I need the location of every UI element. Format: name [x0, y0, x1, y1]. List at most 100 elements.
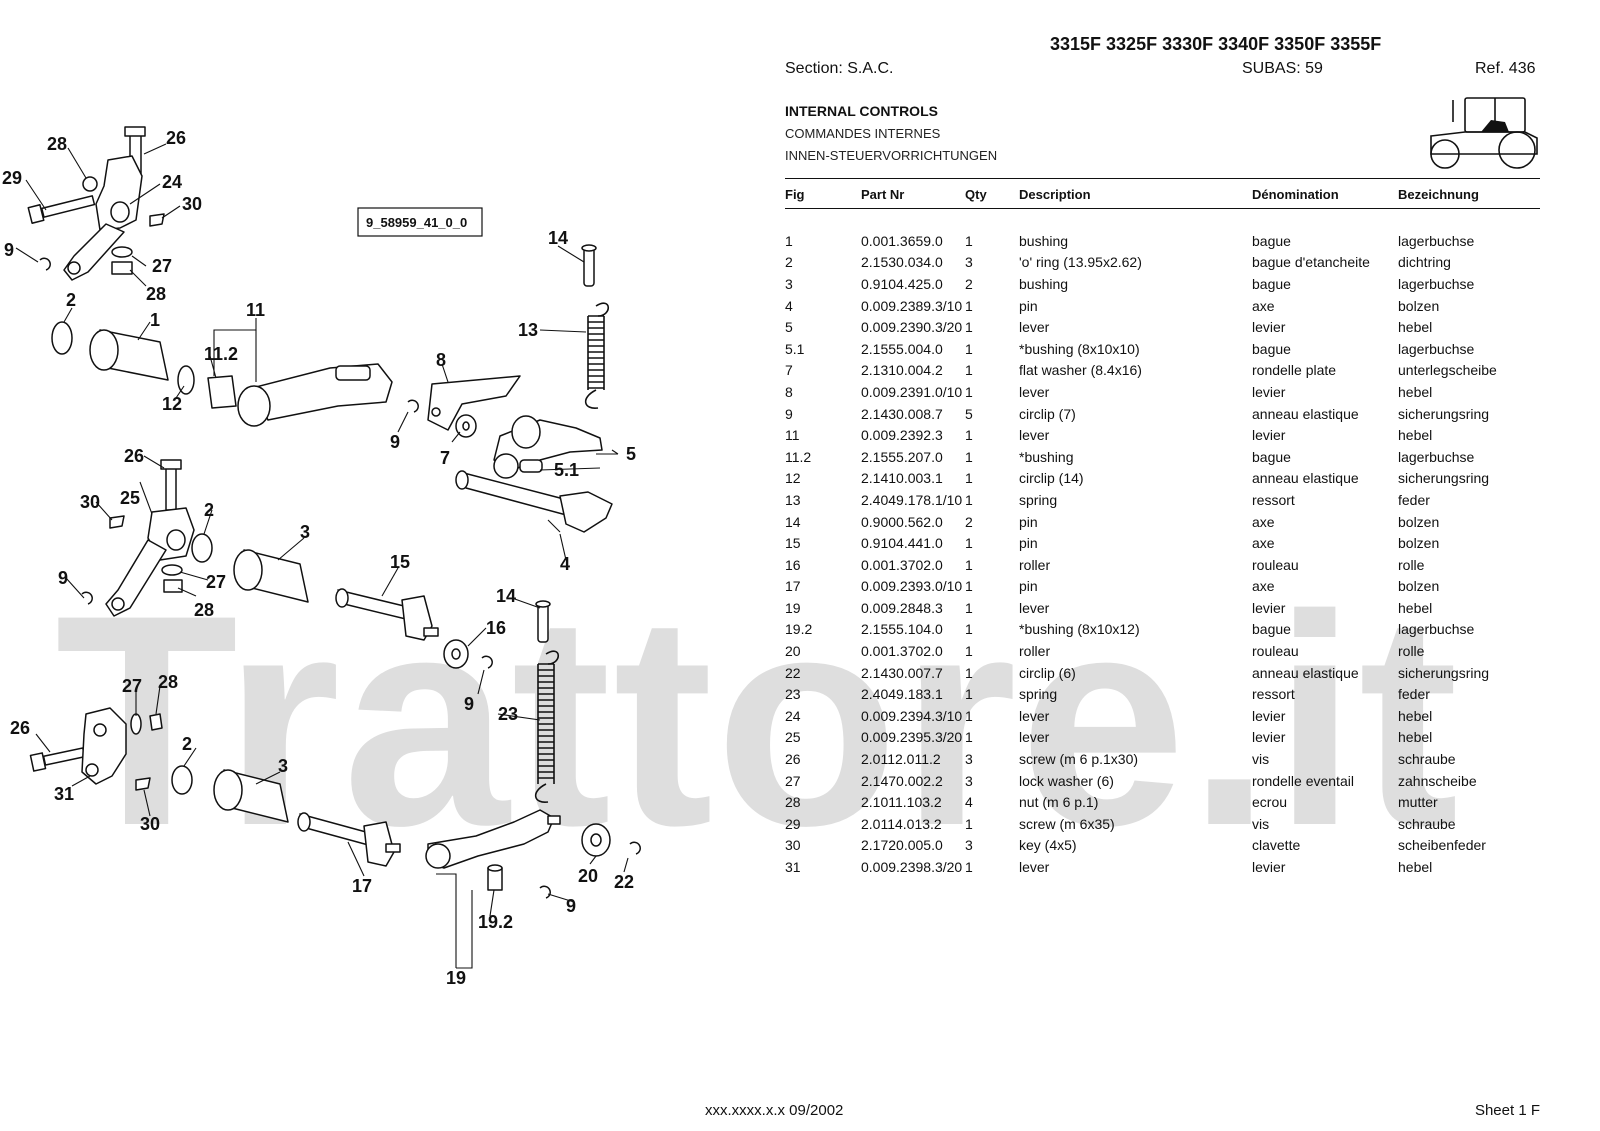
cell-part: 0.9104.425.0 [861, 275, 943, 292]
cell-desc: *bushing (8x10x10) [1019, 340, 1140, 357]
cell-den: bague [1252, 275, 1291, 292]
page-title-fr: COMMANDES INTERNES [785, 126, 941, 141]
subas-label: SUBAS: 59 [1242, 60, 1323, 77]
cell-bez: sicherungsring [1398, 664, 1490, 681]
cell-qty: 1 [965, 491, 973, 508]
cell-desc: screw (m 6 p.1x30) [1019, 751, 1139, 768]
cell-desc: lever [1019, 729, 1050, 746]
cell-den: bague d'etancheite [1252, 254, 1370, 271]
part-17-pin-shaft [299, 813, 373, 847]
cell-fig: 5 [785, 319, 793, 336]
part-19-hub [425, 843, 451, 869]
cell-part: 0.009.2390.3/20 [861, 319, 963, 336]
part-31-hole-a [93, 723, 107, 737]
cell-bez: lagerbuchse [1398, 275, 1475, 292]
cell-bez: unterlegscheibe [1398, 362, 1497, 379]
part-4-pin-tip [455, 470, 469, 490]
cell-desc: circlip (14) [1019, 470, 1084, 487]
cell-qty: 1 [965, 729, 973, 746]
cell-qty: 1 [965, 448, 973, 465]
part-27-washer-c [130, 713, 142, 735]
cell-den: bague [1252, 232, 1291, 249]
callout: 28 [47, 134, 67, 154]
section-label: Section: S.A.C. [785, 60, 894, 77]
cell-den: vis [1252, 751, 1270, 768]
cell-fig: 4 [785, 297, 793, 314]
callout: 3 [278, 756, 288, 776]
part-8-lever [427, 375, 521, 431]
cell-desc: lever [1019, 383, 1050, 400]
cell-den: ecrou [1252, 794, 1288, 811]
drawing-ref-box [357, 207, 483, 237]
part-2-oring-a [51, 321, 73, 355]
cell-part: 2.1555.004.0 [861, 340, 943, 357]
cell-desc: 'o' ring (13.95x2.62) [1019, 254, 1142, 271]
callout: 20 [578, 866, 598, 886]
cell-part: 2.4049.178.1/10 [861, 491, 963, 508]
cell-bez: feder [1398, 686, 1430, 703]
callout: 11.2 [204, 344, 238, 364]
part-9-circlip-a [39, 257, 51, 271]
part-19-2-bushing-top [487, 864, 503, 872]
cell-qty: 1 [965, 340, 973, 357]
part-2-oring-c [171, 765, 193, 795]
part-15-pin-stub [423, 627, 439, 637]
part-17-pin-tip [297, 812, 311, 832]
callout: 3 [300, 522, 310, 542]
cell-den: levier [1252, 729, 1286, 746]
cell-qty: 1 [965, 707, 973, 724]
part-19-stub [547, 815, 561, 825]
callout: 25 [120, 488, 140, 508]
part-28-nut-d [149, 713, 163, 731]
part-5-hub [511, 415, 541, 449]
cell-den: levier [1252, 599, 1286, 616]
cell-bez: bolzen [1398, 578, 1440, 595]
callout: 9 [464, 694, 474, 714]
parts-table: Fig Part Nr Qty Description Dénomination… [785, 180, 1540, 878]
cell-fig: 1 [785, 232, 793, 249]
cell-fig: 29 [785, 815, 801, 832]
cell-bez: lagerbuchse [1398, 232, 1475, 249]
callout: 2 [66, 290, 76, 310]
callout: 9 [566, 896, 576, 916]
callout: 2 [182, 734, 192, 754]
callout: 5.1 [554, 460, 579, 480]
cell-desc: lock washer (6) [1019, 772, 1114, 789]
cell-part: 0.009.2393.0/10 [861, 578, 963, 595]
part-14-pin-a [583, 247, 595, 287]
cell-fig: 26 [785, 751, 801, 768]
cell-den: axe [1252, 578, 1275, 595]
callout: 13 [518, 320, 538, 340]
cell-part: 0.001.3702.0 [861, 556, 943, 573]
cell-bez: sicherungsring [1398, 470, 1490, 487]
cell-desc: circlip (6) [1019, 664, 1076, 681]
page-title-de: INNEN-STEUERVORRICHTUNGEN [785, 148, 998, 163]
callout: 9 [58, 568, 68, 588]
cell-fig: 19.2 [785, 621, 813, 638]
cell-den: levier [1252, 319, 1286, 336]
cell-part: 2.1720.005.0 [861, 837, 943, 854]
cell-desc: bushing [1019, 275, 1069, 292]
cell-desc: *bushing [1019, 448, 1074, 465]
part-2-oring-b [191, 533, 213, 563]
cell-desc: bushing [1019, 232, 1069, 249]
table-top-rule [785, 178, 1540, 179]
part-9-circlip-b [407, 399, 419, 413]
cell-fig: 14 [785, 513, 801, 530]
table-header-row: Fig Part Nr Qty Description Dénomination… [785, 180, 1540, 208]
cell-den: levier [1252, 859, 1286, 876]
part-26-screw-b [165, 465, 177, 511]
cell-bez: feder [1398, 491, 1430, 508]
